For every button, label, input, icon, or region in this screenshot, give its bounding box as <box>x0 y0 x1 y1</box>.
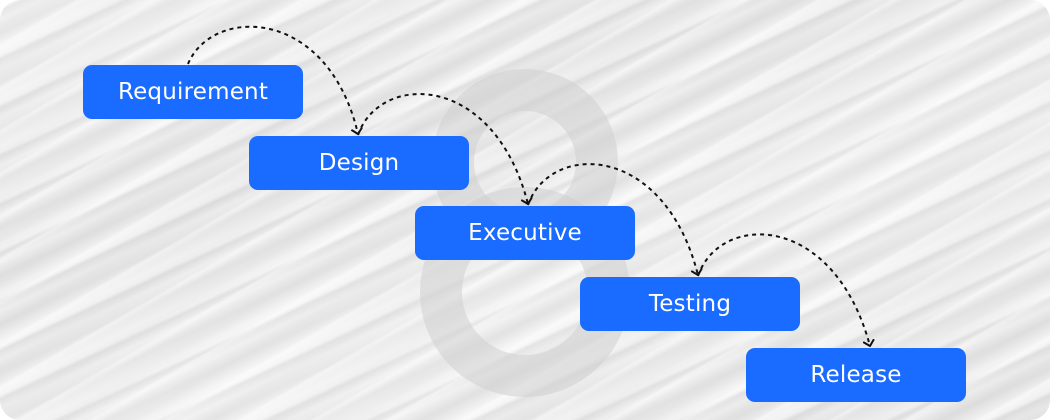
step-testing: Testing <box>580 277 800 331</box>
step-release: Release <box>746 348 966 402</box>
step-requirement: Requirement <box>83 65 303 119</box>
step-design: Design <box>249 136 469 190</box>
step-executive: Executive <box>415 206 635 260</box>
